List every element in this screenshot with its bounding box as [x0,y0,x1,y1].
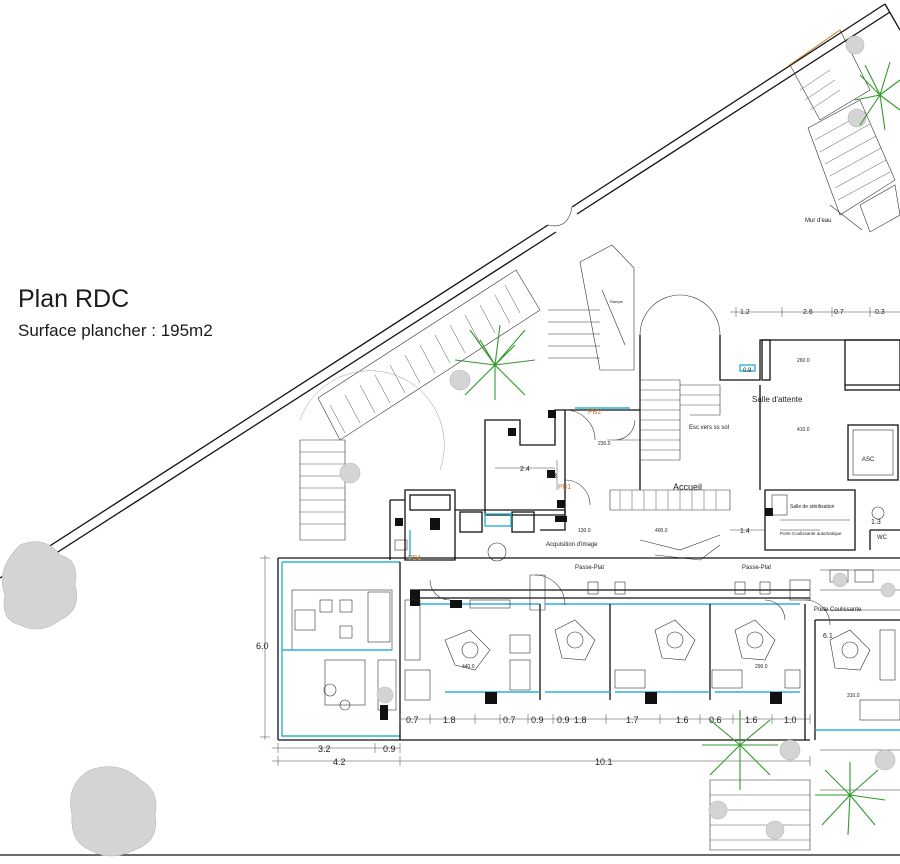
top-dimension-line: 1.2 2.6 0.7 0.3 [730,307,900,317]
dim-bottom-5: 0.9 [557,715,570,725]
dim-left-total: 6.0 [256,641,269,651]
top-right-terrace: Mur d'eau [787,29,900,233]
plan-title: Plan RDC [18,285,130,313]
room-sterilisation: Salle de stérilisation [790,504,835,510]
room-salle-attente: Salle d'attente [752,395,803,404]
label-pb1-left: PB1 [408,555,421,562]
dim-290: 290.0 [755,664,768,670]
title-block: Plan RDC Surface plancher : 195m2 [18,283,213,341]
dim-410: 410.0 [797,427,810,433]
dim-bottom-8: 1.6 [676,715,689,725]
dim-top-4: 0.3 [875,309,885,316]
dim-top-1: 1.2 [740,309,750,316]
room-esc: Esc vers ss sol [689,425,729,431]
svg-text:Rampe: Rampe [610,299,624,304]
dim-260: 260.0 [797,358,810,364]
dim-bottom-left-2: 0.9 [383,744,396,754]
mur-eau-label: Mur d'eau [805,218,832,224]
dim-bottom-left-3: 4.2 [333,757,346,767]
dim-bottom-3: 0.7 [503,715,516,725]
room-asc: ASC [862,457,875,463]
label-passe-plat-1: Passe-Plat [575,565,604,571]
porte-coulissante: Porte Coulissante [814,607,862,613]
dim-440: 440.0 [462,664,475,670]
dim-bottom-left-1: 3.2 [318,744,331,754]
dim-bottom-7: 1.7 [626,715,639,725]
dim-top-3: 0.7 [834,309,844,316]
room-wc: WC [877,535,888,541]
room-accueil: Accueil [673,482,702,492]
dim-top-2: 2.6 [803,309,813,316]
dim-61: 6.1 [823,633,833,640]
dim-bottom-total: 10.1 [595,757,613,767]
dim-400: 400.0 [655,528,668,534]
label-pb1: PB1 [558,484,571,491]
bottom-right-stairs [0,749,900,856]
plan-subtitle: Surface plancher : 195m2 [18,321,213,340]
room-labels: Salle d'attente Accueil Esc vers ss sol … [408,395,888,613]
access-strip [299,269,541,541]
dim-24: 2.4 [520,466,530,473]
dim-14: 1.4 [740,528,750,535]
dim-bottom-1: 0.7 [406,715,419,725]
room-acquisition: Acquisition d'image [546,542,598,548]
dim-310: 310.0 [847,693,860,699]
bottom-dimension-row: 0.7 1.8 0.7 0.9 0.9 1.8 1.7 1.6 0.6 1.6 … [399,714,811,725]
dim-bottom-2: 1.8 [443,715,456,725]
dim-230: 230.0 [598,441,611,447]
porte-coulissante-auto: Porte Coulissante automatique [780,531,842,536]
building-walls [277,294,900,741]
dim-09: 0.9 [743,368,752,374]
label-passe-plat-2: Passe-Plat [742,565,771,571]
dim-130: 130.0 [578,528,591,534]
dim-bottom-9: 0.6 [709,715,722,725]
site-boundary [0,3,900,585]
overall-dimensions: 6.0 3.2 0.9 4.2 10.1 [256,555,811,767]
dim-bottom-6: 1.8 [574,715,587,725]
dim-23: 2.3 [547,473,557,480]
trees-grey [1,35,896,857]
trees-green [454,61,900,836]
entrance-ramp: Rampe [548,244,635,371]
dim-13: 1.3 [871,519,881,526]
dim-bottom-10: 1.6 [745,715,758,725]
inner-dimensions: 2.4 2.3 1.4 1.3 6.1 0.9 260.0 410.0 230.… [462,358,881,699]
dental-chairs [444,619,801,691]
dim-bottom-11: 1.0 [784,715,797,725]
label-pb2: PB2 [588,409,601,416]
dim-bottom-4: 0.9 [531,715,544,725]
